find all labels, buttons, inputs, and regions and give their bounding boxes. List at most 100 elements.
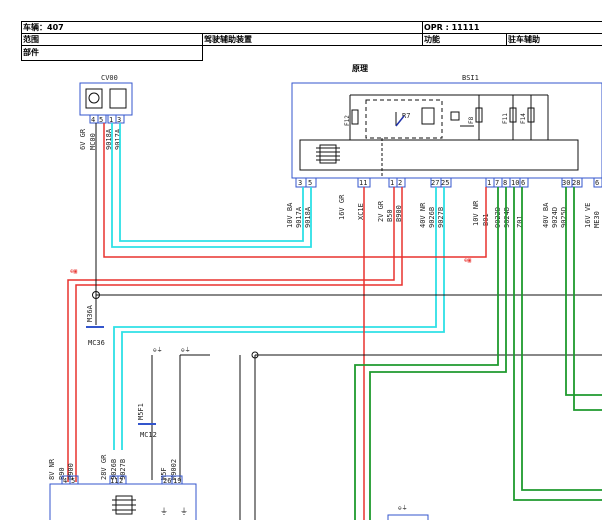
fuse-label: F14 bbox=[520, 113, 527, 124]
bsi-wire-label: Z01 bbox=[516, 215, 524, 228]
header-divider bbox=[21, 21, 602, 22]
cyan-wires bbox=[111, 123, 445, 450]
lower-pin: 5 bbox=[71, 477, 75, 485]
bsi-wire-group: 16V VE bbox=[584, 203, 592, 228]
scope-label: 范围 bbox=[23, 35, 39, 44]
green-wires bbox=[354, 187, 602, 520]
ground-label: MC12 bbox=[140, 431, 157, 439]
header-divider bbox=[21, 21, 22, 61]
bsi-wire-label: XC1E bbox=[357, 203, 365, 220]
fuse-label: F8 bbox=[468, 116, 475, 124]
bsi-wire-label: ME30 bbox=[593, 211, 601, 228]
header-divider bbox=[21, 45, 602, 46]
bsi-wire-label: 9026B bbox=[428, 207, 436, 228]
ground-symbol-icon: ⊖⏚ bbox=[398, 505, 408, 512]
relay-switch-icon bbox=[395, 115, 405, 127]
lower-wire-label: M5F bbox=[160, 467, 168, 480]
bsi-wire-label: 9017A bbox=[295, 206, 303, 228]
lower-wire-label: 9026B bbox=[110, 459, 118, 480]
bsi-pin: 25 bbox=[441, 179, 449, 187]
bsi-wire-group: 40V BA bbox=[542, 202, 550, 228]
cv00-wire-label: 9018A bbox=[105, 128, 113, 150]
fuse-f12 bbox=[351, 109, 359, 125]
ground-symbol-icon: ⊖⏚ bbox=[153, 347, 163, 354]
bsi-pin: 3 bbox=[298, 179, 302, 187]
lower-pin: 26 bbox=[163, 477, 171, 485]
bsi-pin: 7 bbox=[495, 179, 499, 187]
bsi-wire-group: 16V GR bbox=[338, 194, 346, 220]
opr-label: OPR : 11111 bbox=[424, 23, 480, 32]
black-wires bbox=[95, 123, 602, 520]
cv00-connector bbox=[79, 82, 133, 116]
bsi1-module bbox=[291, 82, 602, 179]
bsi-pin: 10 bbox=[511, 179, 519, 187]
cv00-socket-icon bbox=[88, 92, 100, 104]
header-divider bbox=[506, 33, 507, 46]
lower-wire-label: 9027B bbox=[119, 459, 127, 480]
svg-text:4: 4 bbox=[91, 116, 95, 124]
bsi-wire-group: 2V GR bbox=[377, 200, 385, 222]
svg-text:1: 1 bbox=[109, 116, 113, 124]
header-divider bbox=[202, 33, 203, 61]
bsi-wire-group: 10V NR bbox=[472, 200, 480, 226]
ground-label: M5F1 bbox=[137, 403, 145, 420]
cv00-wire-label: 9017A bbox=[114, 128, 122, 150]
cv00-module-icon bbox=[109, 88, 127, 109]
parts-label: 部件 bbox=[23, 48, 39, 57]
bsi-wire-label: 9024D bbox=[503, 207, 511, 228]
lower-wire-label: B900 bbox=[67, 463, 75, 480]
bsi-pin: 27 bbox=[431, 179, 439, 187]
function-label: 功能 bbox=[424, 35, 440, 44]
lower-wire-label: B90 bbox=[58, 467, 66, 480]
bsi-wire-label: B900 bbox=[395, 205, 403, 222]
fuse-label: F12 bbox=[344, 115, 351, 126]
header-divider bbox=[21, 60, 202, 61]
lower-wire-group: 28V GR bbox=[100, 454, 108, 480]
splice-icon bbox=[251, 351, 259, 359]
header-divider bbox=[422, 21, 423, 46]
ground-symbol-icon: ⊖⏚ bbox=[181, 347, 191, 354]
bsi-wire-group: 10V BA bbox=[286, 202, 294, 228]
bsi-pin: 30 bbox=[562, 179, 570, 187]
ground-label: M36A bbox=[86, 304, 94, 322]
bsi-wire-group: 40V NR bbox=[419, 202, 427, 228]
header-divider bbox=[21, 33, 602, 34]
bsi-pin: 11 bbox=[359, 179, 367, 187]
bsi-pin: 6 bbox=[521, 179, 525, 187]
lower-wire-group: 8V NR bbox=[48, 458, 56, 480]
lower-pin: 19 bbox=[173, 477, 181, 485]
bsi-pin: 28 bbox=[572, 179, 580, 187]
vehicle-label: 车辆：407 bbox=[23, 23, 64, 32]
svg-text:5: 5 bbox=[99, 116, 103, 124]
cv00-socket-icon bbox=[85, 88, 103, 109]
lower-pin: 2 bbox=[119, 477, 123, 485]
relay-label: R7 bbox=[402, 112, 410, 120]
bsi-pin: 8 bbox=[503, 179, 507, 187]
lower-pin: 4 bbox=[63, 477, 67, 485]
bsi-pin: 1 bbox=[487, 179, 491, 187]
bsi1-module-icon bbox=[319, 144, 337, 164]
section-title: 原理 bbox=[352, 64, 368, 73]
bsi-pin: 5 bbox=[308, 179, 312, 187]
bsi-wire-label: 9027B bbox=[437, 207, 445, 228]
lower-wire-label: M9002 bbox=[170, 459, 178, 480]
lower-module bbox=[49, 483, 197, 520]
header-table: 车辆：407 OPR : 11111 范围 驾驶辅助装置 功能 驻车辅助 部件 bbox=[0, 0, 602, 62]
fuse-label: F11 bbox=[502, 113, 509, 124]
bsi-pin: 6 bbox=[595, 179, 599, 187]
ground-label: MC36 bbox=[88, 339, 105, 347]
red-wires bbox=[67, 123, 487, 520]
bsi1-board bbox=[299, 139, 579, 171]
bsi-pin: 1 bbox=[390, 179, 394, 187]
bsi-wire-label: B50 bbox=[386, 209, 394, 222]
cv00-label: CV00 bbox=[101, 74, 118, 82]
relay-r7 bbox=[365, 99, 443, 139]
bsi-wire-label: 9024D bbox=[551, 207, 559, 228]
svg-text:3: 3 bbox=[117, 116, 121, 124]
ground-symbol-icon: ⏚ bbox=[180, 507, 188, 516]
bottom-module bbox=[387, 514, 429, 520]
cv00-wire-label: MC00 bbox=[89, 133, 97, 150]
bsi1-label: BSI1 bbox=[462, 74, 479, 82]
relay-coil-icon bbox=[421, 107, 435, 125]
